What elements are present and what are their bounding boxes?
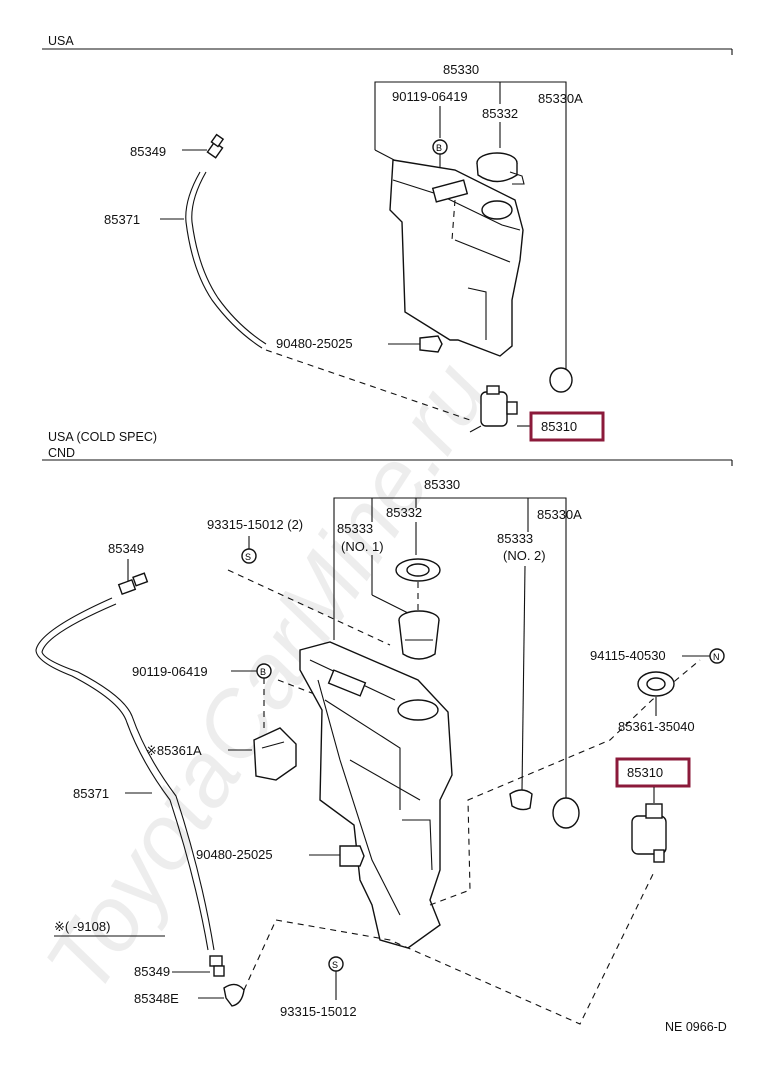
label-90480-top: 90480-25025	[276, 336, 353, 351]
label-85330-bottom: 85330	[424, 477, 460, 492]
clamp-85361-35040	[637, 671, 675, 697]
joint-85349-lower	[209, 955, 225, 977]
pump-85310-top	[469, 385, 518, 433]
label-85330a-bottom: 85330A	[537, 507, 582, 522]
label-85310-bottom[interactable]: 85310	[627, 765, 663, 780]
label-85333-no2-sub: (NO. 2)	[503, 548, 546, 563]
svg-text:B: B	[436, 143, 442, 153]
section-label-usa: USA	[48, 34, 74, 48]
pump-85310-bottom	[631, 803, 667, 863]
label-85361-35040: 85361-35040	[618, 719, 695, 734]
footer-code: NE 0966-D	[665, 1020, 727, 1034]
label-note-9108: ※( -9108)	[54, 919, 110, 934]
washer-tank-bottom	[299, 641, 453, 949]
label-90119-top: 90119-06419	[392, 89, 468, 104]
section-label-cold-spec: USA (COLD SPEC)	[48, 430, 157, 444]
cap-85332-top	[476, 152, 525, 185]
hose-85371-bottom	[35, 597, 209, 951]
label-85330a-top: 85330A	[538, 91, 583, 106]
svg-text:S: S	[332, 960, 338, 970]
label-85333-no1: 85333	[337, 521, 373, 536]
grommet-85333-no2	[509, 789, 533, 811]
label-85349-top: 85349	[130, 144, 166, 159]
label-85371-bottom: 85371	[73, 786, 109, 801]
svg-text:S: S	[245, 552, 251, 562]
label-85332-bottom: 85332	[386, 505, 422, 520]
label-93315-2: 93315-15012 (2)	[207, 517, 303, 532]
label-90480-bottom: 90480-25025	[196, 847, 273, 862]
label-85310-top[interactable]: 85310	[541, 419, 577, 434]
label-85349-lower: 85349	[134, 964, 170, 979]
grommet-85330a-bottom	[552, 797, 580, 829]
hose-85371-top	[185, 171, 263, 349]
grommet-85330a-top	[549, 367, 573, 393]
plug-90480-bottom	[339, 845, 365, 867]
label-94115: 94115-40530	[590, 648, 666, 663]
label-85349-upper: 85349	[108, 541, 144, 556]
label-93315-single: 93315-15012	[280, 1004, 357, 1019]
svg-text:B: B	[260, 667, 266, 677]
highlight-box-85310-bottom	[615, 757, 691, 788]
elbow-85348e	[223, 983, 245, 1007]
plug-90480-top	[419, 335, 443, 353]
bracket-85361a	[253, 727, 297, 781]
nut-circle-n-icon	[709, 648, 725, 664]
label-85361a: ※85361A	[146, 743, 202, 758]
cap-85332-bottom	[395, 558, 441, 582]
strainer-85333-no1	[398, 610, 440, 660]
section-label-cnd: CND	[48, 446, 75, 460]
highlight-box-85310-top	[529, 411, 605, 442]
joint-85349-upper	[117, 559, 149, 595]
svg-text:N: N	[713, 652, 720, 662]
label-85332-top: 85332	[482, 106, 518, 121]
label-85330-top: 85330	[443, 62, 479, 77]
label-90119-bottom: 90119-06419	[132, 664, 208, 679]
label-85333-no1-sub: (NO. 1)	[341, 539, 384, 554]
label-85348e: 85348E	[134, 991, 179, 1006]
washer-tank-top	[389, 159, 524, 357]
label-85333-no2: 85333	[497, 531, 533, 546]
label-85371-top: 85371	[104, 212, 140, 227]
joint-85349-top	[182, 133, 225, 159]
